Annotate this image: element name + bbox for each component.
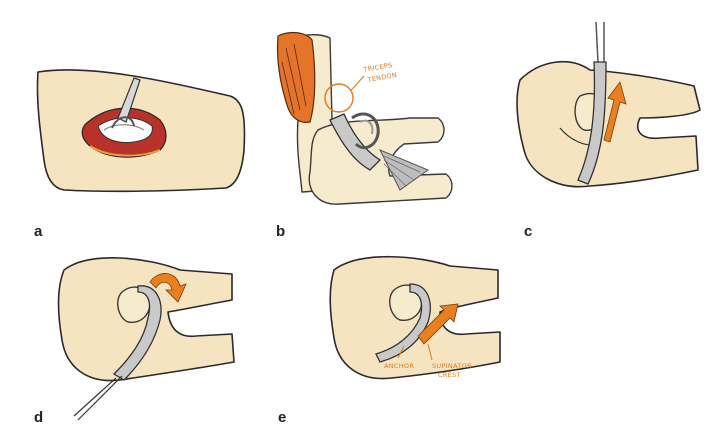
annotation-crest: CREST xyxy=(438,371,461,379)
panel-label-b: b xyxy=(276,223,285,240)
annotation-tendon: TENDON xyxy=(366,71,398,84)
panel-a-illustration xyxy=(37,70,244,191)
panel-e-illustration xyxy=(330,257,500,379)
suture-line xyxy=(74,376,122,420)
triceps-muscle xyxy=(277,33,314,123)
panel-label-a: a xyxy=(34,223,43,240)
panel-label-d: d xyxy=(34,409,43,426)
panel-c-illustration xyxy=(517,22,700,187)
panel-label-c: c xyxy=(524,223,532,240)
annotation-anchor: ANCHOR xyxy=(384,362,414,370)
panel-label-e: e xyxy=(278,409,286,426)
panel-b-illustration xyxy=(277,33,452,205)
annotation-supinator: SUPINATOR xyxy=(432,362,472,370)
panel-d-illustration xyxy=(59,258,235,420)
